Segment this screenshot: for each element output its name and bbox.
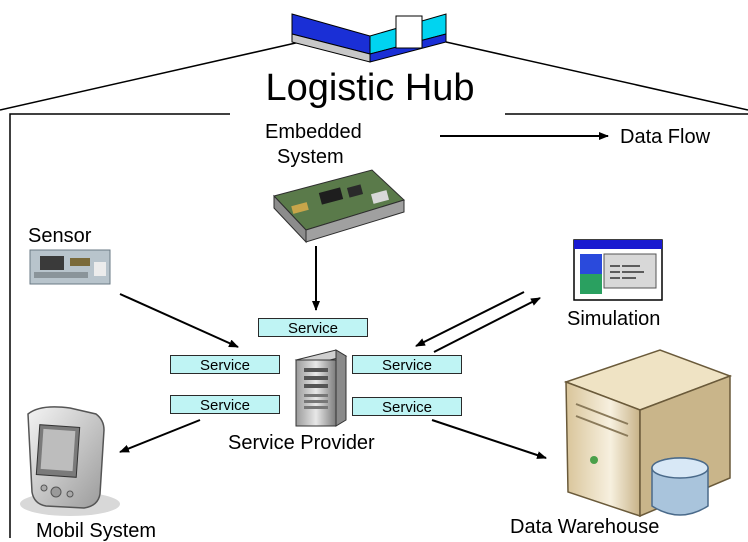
hub-title: Logistic Hub (265, 67, 475, 109)
simulation-window-icon (573, 239, 663, 301)
embedded-system-label-line1: Embedded (265, 121, 362, 143)
service-box-right-upper: Service (352, 355, 462, 374)
roof-outline (0, 41, 748, 111)
mobile-system-label: Mobil System (36, 520, 157, 542)
hub-outline (9, 113, 748, 538)
building-icon (291, 13, 447, 63)
arrow-simulation-to-service (415, 291, 525, 347)
arrow-service-to-mobile (119, 419, 201, 453)
service-box-right-lower: Service (352, 397, 462, 416)
handheld-device-icon (20, 406, 120, 516)
data-warehouse-icon (563, 349, 733, 518)
arrow-sensor-to-service (119, 293, 239, 348)
sensor-board-icon (29, 249, 111, 285)
embedded-board-icon (273, 169, 405, 244)
service-provider-label: Service Provider (228, 432, 375, 454)
service-box-top: Service (258, 318, 368, 337)
service-box-left-lower: Service (170, 395, 280, 414)
server-tower-icon (294, 349, 348, 427)
arrow-service-to-warehouse (431, 419, 547, 459)
embedded-system-label-line2: System (277, 146, 344, 168)
data-warehouse-label: Data Warehouse (510, 516, 660, 538)
flow-arrows (119, 246, 547, 459)
sensor-label: Sensor (28, 225, 92, 247)
arrow-service-to-simulation (433, 297, 541, 353)
service-box-left-upper: Service (170, 355, 280, 374)
simulation-label: Simulation (567, 308, 661, 330)
legend-label: Data Flow (620, 126, 711, 148)
